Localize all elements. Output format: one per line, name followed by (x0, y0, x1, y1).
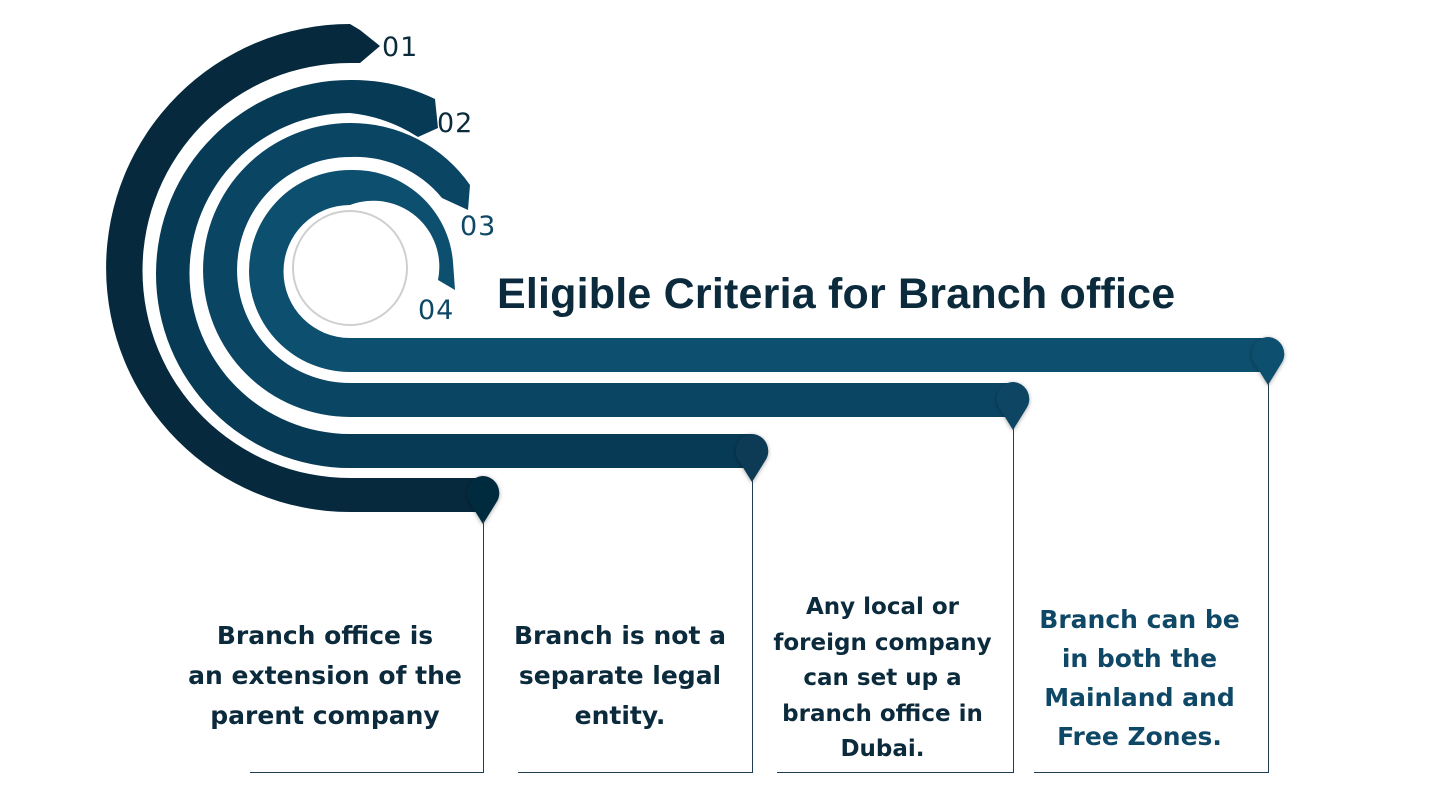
pin-marker-03 (996, 382, 1030, 430)
connector-line-04 (1268, 381, 1269, 773)
connector-line-03 (1013, 426, 1014, 773)
step-number-04: 04 (418, 295, 455, 326)
criteria-line: separate legal (518, 661, 722, 690)
criteria-line: entity. (574, 701, 666, 730)
underline-03 (777, 772, 1014, 773)
page-title: Eligible Criteria for Branch office (497, 270, 1176, 318)
criteria-card-01: Branch office is an extension of the par… (170, 616, 480, 736)
step-number-01: 01 (382, 32, 419, 63)
criteria-line: can set up a (803, 665, 962, 691)
center-circle (292, 210, 408, 326)
criteria-line: Free Zones. (1057, 722, 1222, 751)
pin-marker-01 (466, 476, 500, 524)
step-number-03: 03 (460, 211, 497, 242)
criteria-line: an extension of the (188, 661, 462, 690)
connector-line-01 (483, 520, 484, 773)
pin-marker-04 (1251, 337, 1285, 385)
criteria-line: foreign company (773, 629, 992, 656)
criteria-card-02: Branch is not a separate legal entity. (495, 616, 745, 736)
criteria-card-03: Any local or foreign company can set up … (760, 590, 1005, 768)
connector-line-02 (752, 478, 753, 773)
criteria-line: Branch can be (1039, 605, 1240, 634)
criteria-line: Branch is not a (513, 621, 727, 650)
criteria-line: Any local or (805, 594, 960, 620)
step-number-02: 02 (437, 108, 474, 139)
criteria-line: parent company (210, 701, 440, 730)
criteria-line: Branch office is (216, 621, 434, 650)
pin-marker-02 (735, 434, 769, 482)
underline-02 (518, 772, 753, 773)
criteria-line: Mainland and (1044, 683, 1235, 712)
criteria-line: Dubai. (840, 736, 925, 762)
arc-band-03 (203, 122, 1013, 417)
criteria-line: in both the (1061, 644, 1218, 673)
arc-band-04 (249, 169, 1269, 372)
underline-04 (1034, 772, 1269, 773)
underline-01 (250, 772, 484, 773)
criteria-line: branch office in (782, 700, 983, 727)
criteria-card-04: Branch can be in both the Mainland and F… (1022, 600, 1257, 756)
